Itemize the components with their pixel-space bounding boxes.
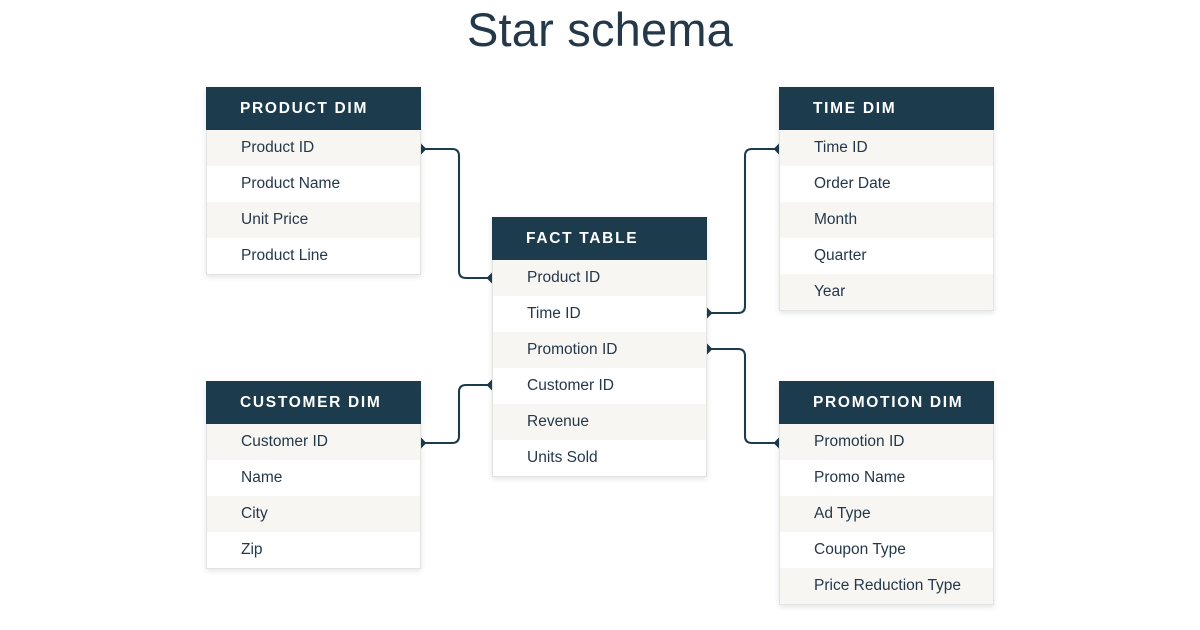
table-time-dim[interactable]: TIME DIM Time ID Order Date Month Quarte… [779,87,994,311]
table-header-customer-dim: CUSTOMER DIM [206,381,421,424]
table-row[interactable]: Promo Name [780,460,993,496]
table-product-dim[interactable]: PRODUCT DIM Product ID Product Name Unit… [206,87,421,275]
connector-product-to-fact [421,147,492,280]
table-row[interactable]: Name [207,460,420,496]
table-header-fact-table: FACT TABLE [492,217,707,260]
table-row[interactable]: Customer ID [207,424,420,460]
table-row[interactable]: Promotion ID [780,424,993,460]
table-row[interactable]: Units Sold [493,440,706,476]
table-row[interactable]: Product Line [207,238,420,274]
connector-time-to-fact [707,147,779,315]
table-row[interactable]: Year [780,274,993,310]
table-row[interactable]: Price Reduction Type [780,568,993,604]
table-row[interactable]: Ad Type [780,496,993,532]
table-row[interactable]: Zip [207,532,420,568]
table-row[interactable]: City [207,496,420,532]
page-title: Star schema [466,3,734,56]
table-row[interactable]: Product Name [207,166,420,202]
table-row[interactable]: Coupon Type [780,532,993,568]
table-customer-dim[interactable]: CUSTOMER DIM Customer ID Name City Zip [206,381,421,569]
table-row[interactable]: Product ID [493,260,706,296]
table-row[interactable]: Time ID [780,130,993,166]
table-header-promotion-dim: PROMOTION DIM [779,381,994,424]
table-row[interactable]: Time ID [493,296,706,332]
table-fact-table[interactable]: FACT TABLE Product ID Time ID Promotion … [492,217,707,477]
table-row[interactable]: Product ID [207,130,420,166]
table-row[interactable]: Revenue [493,404,706,440]
table-row[interactable]: Order Date [780,166,993,202]
table-row[interactable]: Month [780,202,993,238]
table-row[interactable]: Promotion ID [493,332,706,368]
connector-customer-to-fact [421,383,492,445]
table-row[interactable]: Customer ID [493,368,706,404]
table-header-time-dim: TIME DIM [779,87,994,130]
table-promotion-dim[interactable]: PROMOTION DIM Promotion ID Promo Name Ad… [779,381,994,605]
connector-promotion-to-fact [707,347,779,445]
table-header-product-dim: PRODUCT DIM [206,87,421,130]
table-row[interactable]: Quarter [780,238,993,274]
table-row[interactable]: Unit Price [207,202,420,238]
